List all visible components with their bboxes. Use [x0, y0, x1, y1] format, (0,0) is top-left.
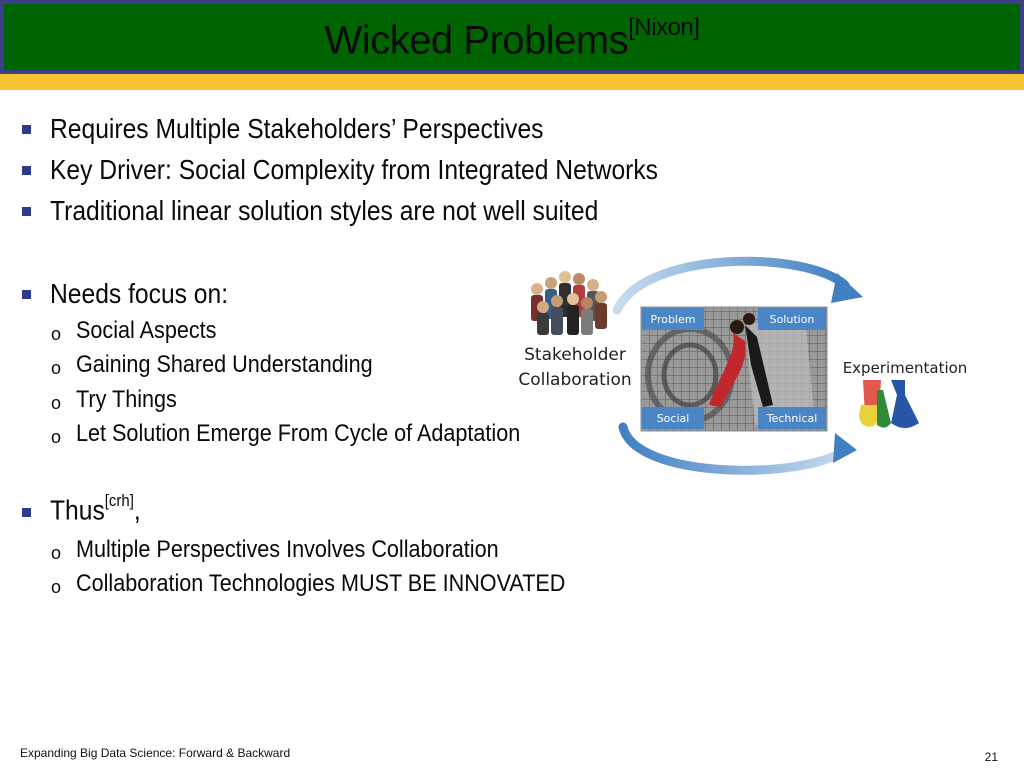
collaboration-cycle-diagram: Stakeholder Collaboration Problem Soluti… [518, 256, 968, 475]
bullet-marker [22, 508, 31, 517]
stakeholder-label-line1: Stakeholder [524, 345, 626, 365]
thus-text: Thus [50, 494, 105, 526]
experimentation-label: Experimentation [843, 359, 968, 377]
bullet-item: Traditional linear solution styles are n… [50, 195, 599, 226]
sub-bullet-item: Collaboration Technologies MUST BE INNOV… [76, 570, 566, 597]
title-bar: Wicked Problems[Nixon] [0, 0, 1024, 74]
cycle-arrow-top [612, 256, 850, 315]
thus-suffix: , [133, 494, 141, 526]
sub-bullet-item: Gaining Shared Understanding [76, 351, 373, 378]
social-label: Social [657, 412, 690, 425]
problem-box [642, 308, 704, 330]
bullet-item: Requires Multiple Stakeholders’ Perspect… [50, 113, 544, 144]
thus-label: Thus[crh], [50, 491, 141, 526]
lab-flasks-image [859, 380, 919, 428]
sub-bullet-marker: o [51, 393, 62, 413]
bullet-item: Key Driver: Social Complexity from Integ… [50, 154, 658, 185]
title-reference: [Nixon] [628, 14, 700, 41]
page-number: 21 [984, 750, 998, 764]
bullet-marker [22, 290, 31, 299]
bullet-marker [22, 125, 31, 134]
technical-label: Technical [766, 412, 818, 425]
thus-reference: [crh] [104, 491, 134, 510]
sub-bullet-item: Social Aspects [76, 317, 217, 344]
title-text: Wicked Problems [324, 18, 629, 63]
technical-box [758, 407, 826, 429]
sub-bullet-marker: o [51, 324, 62, 344]
sub-bullet-marker: o [51, 358, 62, 378]
dancer-figure [709, 333, 746, 407]
sub-bullet-item: Multiple Perspectives Involves Collabora… [76, 536, 499, 563]
sub-bullet-marker: o [51, 427, 62, 447]
social-box [642, 407, 704, 429]
problem-label: Problem [651, 313, 696, 326]
stakeholder-crowd-image [531, 271, 607, 335]
arrow-head-top [831, 273, 863, 303]
sub-bullet-item: Let Solution Emerge From Cycle of Adapta… [76, 420, 521, 447]
cycle-arrow-bottom [618, 422, 850, 475]
sub-bullet-marker: o [51, 543, 62, 563]
arrow-head-bottom [833, 433, 857, 463]
bullet-marker [22, 207, 31, 216]
stakeholder-label-line2: Collaboration [518, 370, 631, 390]
sub-bullet-item: Try Things [76, 386, 177, 413]
bullet-marker [22, 166, 31, 175]
needs-focus-label: Needs focus on: [50, 278, 229, 309]
solution-box [758, 308, 826, 330]
title-accent-rule [0, 74, 1024, 90]
footer-text: Expanding Big Data Science: Forward & Ba… [20, 746, 291, 760]
slide-title: Wicked Problems[Nixon] [4, 14, 1020, 63]
solution-label: Solution [770, 313, 815, 326]
sub-bullet-marker: o [51, 577, 62, 597]
